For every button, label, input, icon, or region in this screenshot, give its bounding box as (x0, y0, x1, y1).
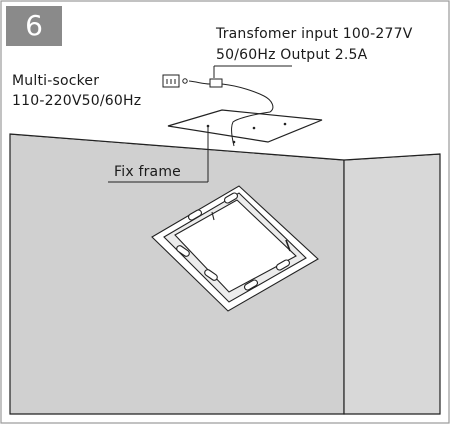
socket-icon (162, 74, 188, 88)
ceiling-edge (9, 133, 345, 161)
wall-right-face (343, 153, 441, 415)
step-number-badge: 6 (6, 6, 62, 46)
fix-frame-label: Fix frame (114, 164, 181, 180)
ceiling-edge-right (343, 153, 441, 161)
wiring (188, 70, 274, 147)
leader-lines (108, 65, 292, 183)
transformer-plug (209, 78, 223, 88)
transformer-label-line1: Transfomer input 100-277V (216, 26, 413, 42)
fix-frame-slots (176, 192, 291, 291)
transformer-label-line2: 50/60Hz Output 2.5A (216, 47, 368, 63)
ceiling-top-face (10, 128, 440, 160)
ceiling-block (9, 128, 441, 415)
socket-label-line2: 110-220V50/60Hz (12, 93, 142, 109)
fix-frame (151, 185, 319, 312)
transformer-box (167, 109, 323, 144)
socket-label-line1: Multi-socker (12, 73, 100, 89)
